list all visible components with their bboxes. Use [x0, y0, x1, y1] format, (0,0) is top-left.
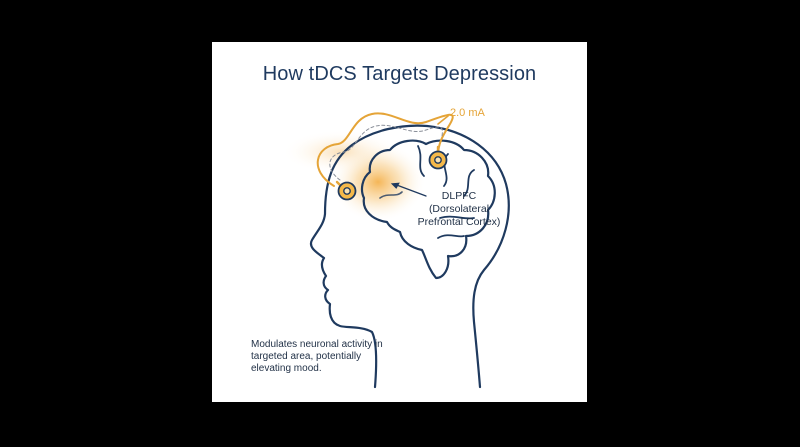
- diagram-title: How tDCS Targets Depression: [262, 63, 537, 85]
- brain-fold: [379, 191, 403, 199]
- region-name-line2: Prefrontal Cortex): [417, 216, 501, 228]
- brain-outline: [360, 139, 496, 280]
- electrode-icon: [428, 145, 448, 170]
- brain-fold: [437, 234, 465, 239]
- region-abbrev: DLPFC: [441, 190, 477, 202]
- current-leader: [437, 115, 449, 125]
- diagram-card: How tDCS Targets Depression 2.0 mA DLPFC…: [212, 42, 587, 402]
- region-name-line1: (Dorsolateral: [428, 203, 490, 215]
- electrode-icon: [335, 180, 357, 201]
- head-diagram: [282, 112, 510, 389]
- effect-caption: Modulates neuronal activity in targeted …: [251, 339, 383, 374]
- stimulation-glow: [330, 142, 426, 222]
- electrode-wire-dashed: [329, 124, 443, 181]
- arrow-icon: [390, 182, 427, 197]
- head-outline: [309, 124, 510, 389]
- current-label: 2.0 mA: [450, 107, 485, 119]
- target-region-label: DLPFC (Dorsolateral Prefrontal Cortex): [414, 190, 504, 229]
- brain-fold: [417, 145, 425, 177]
- brain-fold: [439, 215, 475, 220]
- electrode-wire: [316, 112, 454, 187]
- brain-fold: [463, 169, 475, 197]
